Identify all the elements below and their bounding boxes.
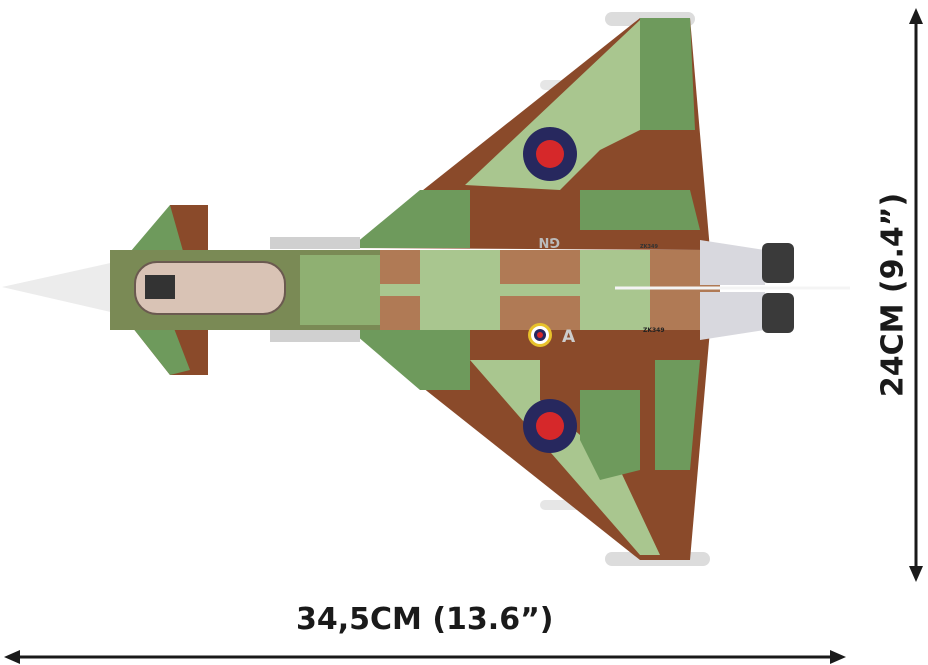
code-top-marking: GN: [538, 234, 560, 249]
length-dimension-arrow: [4, 650, 846, 664]
roundel-top: [523, 127, 577, 181]
code-bottom-marking: A: [562, 327, 576, 347]
wingspan-label: 24CM (9.4”): [875, 192, 911, 398]
roundel-bottom: [523, 399, 577, 453]
fin-flash-roundel: [528, 323, 552, 347]
serial-top-marking: ZK349: [640, 244, 658, 250]
nose-cone: [2, 262, 115, 313]
length-label: 34,5CM (13.6”): [296, 602, 554, 637]
engine-nozzle-top: [700, 240, 765, 285]
engine-nozzle-bottom: [700, 292, 765, 340]
serial-bottom-marking: ZK349: [643, 327, 665, 334]
wingspan-dimension-arrow: [909, 8, 923, 582]
